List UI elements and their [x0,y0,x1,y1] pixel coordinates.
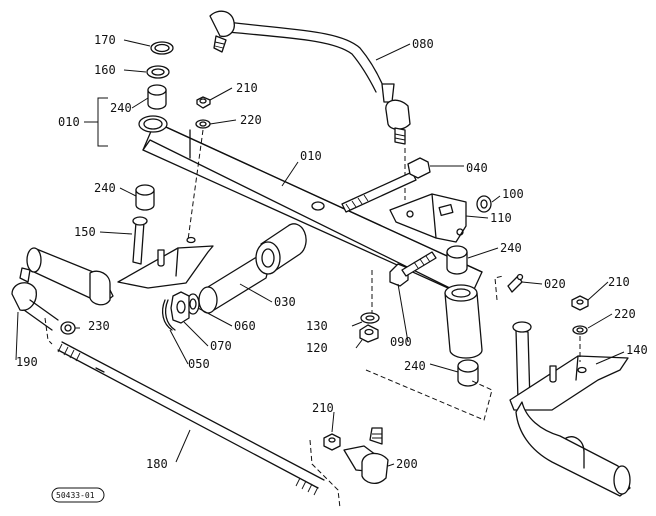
callout-040: 040 [466,161,488,175]
tie-rod-end-200 [343,427,389,484]
drag-link-080 [209,10,411,145]
callout-140: 140 [626,343,648,357]
castle-nut-070 [170,291,190,324]
nut-210-top [196,96,211,109]
callout-080: 080 [412,37,434,51]
callout-240-right-lower: 240 [404,359,426,373]
center-pivot-pin-030 [198,257,268,314]
callout-030: 030 [274,295,296,309]
callout-110: 110 [490,211,512,225]
bushing-240-left-lower [135,184,155,211]
grease-fitting-020 [507,273,524,293]
callout-010-left: 010 [58,115,80,129]
drawing-code-stamp: 50433-01 [51,487,105,503]
cotter-pin-050 [161,299,176,331]
nut-210-right [571,295,589,311]
callout-labels: 170 160 240 010 210 220 080 010 040 240 … [16,33,648,471]
callout-210-bottom: 210 [312,401,334,415]
callout-130: 130 [306,319,328,333]
callout-220-top: 220 [240,113,262,127]
callout-180: 180 [146,457,168,471]
knuckle-arm-140 [509,321,631,497]
callout-090: 090 [390,335,412,349]
callout-240-right-upper: 240 [500,241,522,255]
bushing-240-right-upper [446,245,468,275]
callout-170: 170 [94,33,116,47]
bolt-040 [341,157,431,213]
callout-190: 190 [16,355,38,369]
tie-rod-end-190 [11,267,59,331]
callout-100: 100 [502,187,524,201]
callout-150: 150 [74,225,96,239]
knuckle-arm-150 [26,216,214,306]
callout-220-right: 220 [614,307,636,321]
pivot-bushing [255,223,307,275]
steering-arm-110 [389,193,467,243]
snap-ring-170 [150,41,174,55]
callout-060: 060 [234,319,256,333]
bolt-090 [389,251,437,287]
bushing-240-top [147,84,167,110]
callout-070: 070 [210,339,232,353]
right-kingpin-housing [444,284,483,359]
callout-160: 160 [94,63,116,77]
callout-020: 020 [544,277,566,291]
nut-120 [359,324,379,343]
callout-050: 050 [188,357,210,371]
callout-120: 120 [306,341,328,355]
washer-220-top [195,119,211,129]
washer-220-right [572,325,588,335]
tie-rod-180 [57,341,325,496]
callout-210-right: 210 [608,275,630,289]
callout-230: 230 [88,319,110,333]
washer-160 [146,65,170,79]
nut-230 [60,321,76,335]
callout-200: 200 [396,457,418,471]
drawing-code: 50433-01 [56,491,95,500]
nut-100 [476,195,492,213]
assembly-boundaries [44,275,504,509]
leader-lines [15,39,625,467]
callout-010-center: 010 [300,149,322,163]
callout-210-top: 210 [236,81,258,95]
washer-130 [360,312,380,324]
callout-240-top: 240 [110,101,132,115]
front-axle-beam [138,115,483,299]
hidden-line-top [187,129,204,241]
nut-210-bottom [323,433,341,451]
callout-240-left-lower: 240 [94,181,116,195]
